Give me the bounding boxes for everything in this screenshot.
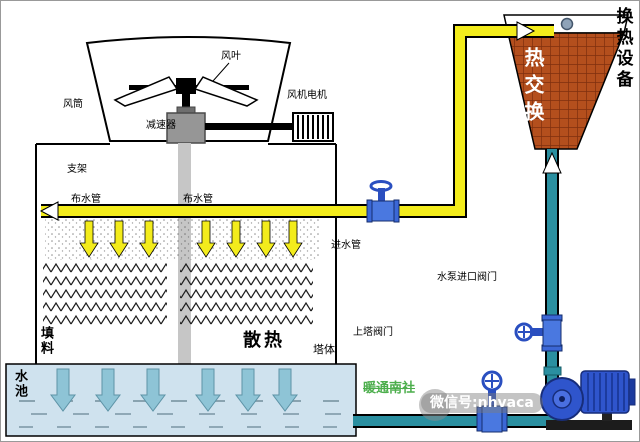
spray-arrows [79, 220, 303, 258]
label-water-pool: 水池 [11, 369, 27, 399]
label-fan-motor: 风机电机 [287, 90, 327, 101]
fan-motor [205, 112, 334, 142]
watermark-wechat: 微信号:nhvaca [421, 393, 543, 414]
label-heat-exchanger: 热交换 [521, 47, 545, 128]
label-fill-material: 填料 [37, 326, 53, 356]
fill-material-blocks [43, 259, 313, 325]
label-tower-valve: 上塔阀门 [353, 327, 393, 338]
label-inlet-pipe: 进水管 [331, 240, 361, 251]
circulation-pump [540, 366, 636, 430]
hot-water-pipe [41, 24, 554, 218]
fan-blades [113, 62, 259, 115]
flow-arrows [39, 21, 562, 221]
label-distribution-pipe-left: 布水管 [71, 194, 101, 205]
tower-shell [35, 143, 337, 364]
label-heat-dissipation: 散热 [243, 330, 285, 351]
tower-inlet-valve [366, 180, 400, 223]
label-fan-blade: 风叶 [221, 51, 241, 62]
exchanger-top-fitting [560, 17, 574, 31]
label-support-frame: 支架 [67, 164, 87, 175]
label-distribution-pipe-right: 布水管 [183, 194, 213, 205]
label-heat-exchange-equipment: 换热设备 [612, 7, 633, 91]
label-reducer: 减速器 [146, 120, 176, 131]
label-tower-body: 塔体 [313, 343, 335, 356]
watermark-disc [419, 389, 451, 421]
riser-valve [514, 314, 563, 352]
pool-down-arrows [50, 368, 298, 412]
label-pump-inlet-valve: 水泵进口阀门 [437, 272, 497, 283]
label-fan-duct: 风筒 [63, 99, 83, 110]
pump-inlet-valve [476, 370, 508, 433]
watermark-brand: 暖通南社 [363, 381, 416, 396]
